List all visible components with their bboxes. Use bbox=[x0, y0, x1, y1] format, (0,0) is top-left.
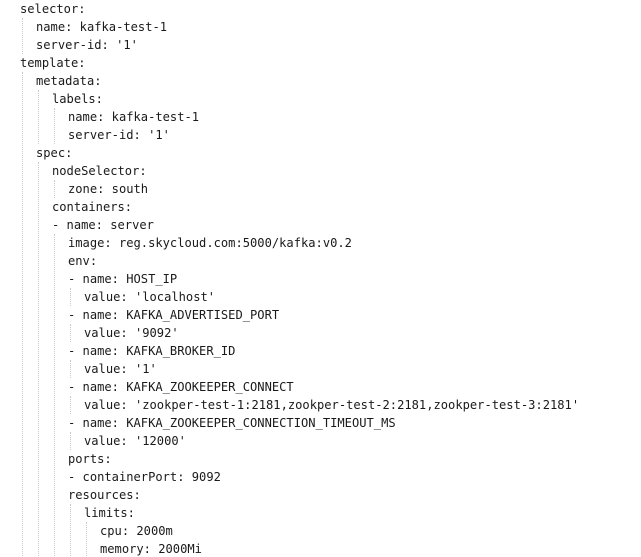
code-line: image: reg.skycloud.com:5000/kafka:v0.2 bbox=[68, 236, 352, 250]
indent-guide bbox=[54, 108, 55, 144]
code-line: name: kafka-test-1 bbox=[36, 20, 168, 34]
code-line: containers: bbox=[52, 200, 133, 214]
indent-guide bbox=[70, 396, 71, 414]
code-line: - containerPort: 9092 bbox=[68, 470, 221, 484]
code-line: name: kafka-test-1 bbox=[68, 110, 200, 124]
code-line: server-id: '1' bbox=[36, 38, 138, 52]
indent-guide bbox=[22, 72, 23, 557]
indent-guide bbox=[54, 180, 55, 198]
code-line: memory: 2000Mi bbox=[100, 542, 202, 556]
indent-guide bbox=[86, 522, 87, 557]
code-line: value: '1' bbox=[84, 362, 157, 376]
code-line: labels: bbox=[52, 92, 103, 106]
indent-guide bbox=[70, 432, 71, 450]
code-line: selector: bbox=[20, 2, 86, 16]
indent-guide bbox=[22, 18, 23, 54]
code-line: env: bbox=[68, 254, 98, 268]
code-line: cpu: 2000m bbox=[100, 524, 173, 538]
code-line: value: '12000' bbox=[84, 434, 186, 448]
code-line: - name: KAFKA_ZOOKEEPER_CONNECTION_TIMEO… bbox=[68, 416, 396, 430]
code-line: resources: bbox=[68, 488, 141, 502]
code-line: value: 'localhost' bbox=[84, 290, 216, 304]
code-line: - name: KAFKA_ADVERTISED_PORT bbox=[68, 308, 280, 322]
code-line: value: 'zookper-test-1:2181,zookper-test… bbox=[84, 398, 580, 412]
indent-guide bbox=[54, 234, 55, 557]
code-line: - name: KAFKA_ZOOKEEPER_CONNECT bbox=[68, 380, 294, 394]
code-line: metadata: bbox=[36, 74, 102, 88]
code-line: spec: bbox=[36, 146, 73, 160]
indent-guide bbox=[70, 324, 71, 342]
code-line: nodeSelector: bbox=[52, 164, 147, 178]
code-line: - name: server bbox=[52, 218, 154, 232]
code-line: template: bbox=[20, 56, 86, 70]
code-line: server-id: '1' bbox=[68, 128, 170, 142]
code-line: - name: HOST_IP bbox=[68, 272, 178, 286]
indent-guide bbox=[38, 162, 39, 557]
indent-guide bbox=[70, 504, 71, 557]
indent-guide bbox=[38, 90, 39, 144]
code-line: - name: KAFKA_BROKER_ID bbox=[68, 344, 236, 358]
code-line: value: '9092' bbox=[84, 326, 179, 340]
indent-guide bbox=[70, 360, 71, 378]
code-line: zone: south bbox=[68, 182, 149, 196]
indent-guide bbox=[70, 288, 71, 306]
code-line: limits: bbox=[84, 506, 135, 520]
code-line: ports: bbox=[68, 452, 112, 466]
